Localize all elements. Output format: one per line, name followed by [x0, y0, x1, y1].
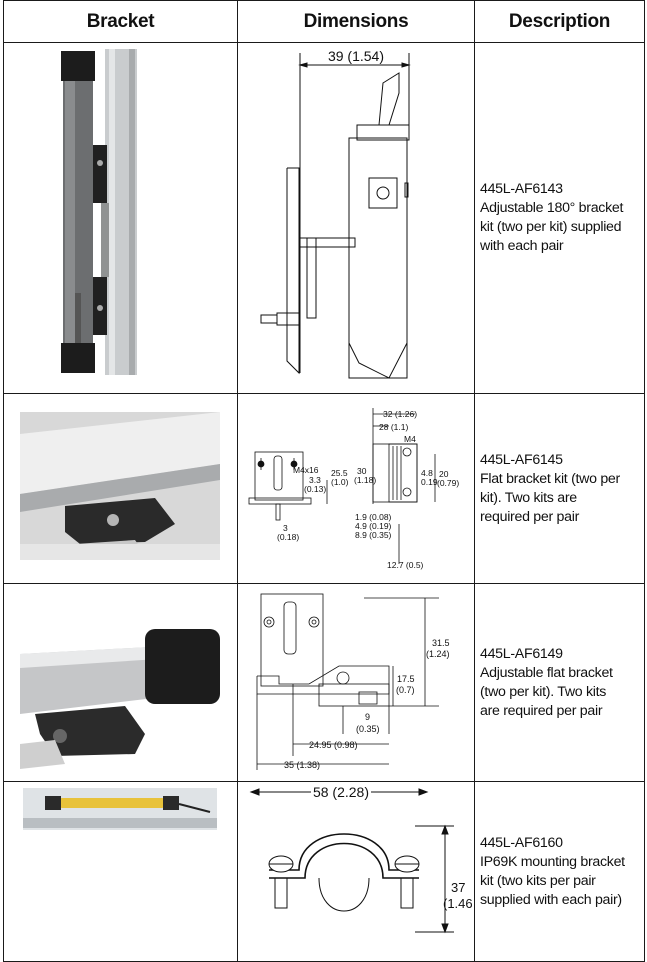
dim-31-5: 31.5: [432, 638, 450, 648]
dim-32: 32 (1.26): [383, 409, 417, 419]
description-line: IP69K mounting bracket: [480, 853, 625, 870]
dim-3: 3: [283, 523, 288, 533]
header-dimensions: Dimensions: [237, 0, 475, 43]
dim-28: 28 (1.1): [379, 422, 408, 432]
table-row: 31.5 (1.24) 17.5 (0.7) 9 (0.35) 24.95 (0…: [3, 583, 645, 782]
dim-17-5-in: (0.7): [396, 685, 415, 695]
dim-25-5: 25.5: [331, 468, 348, 478]
dim-24-95: 24.95 (0.98): [309, 740, 358, 750]
dim-58: 58 (2.28): [312, 784, 368, 800]
description-cell: 445L-AF6145 Flat bracket kit (two per ki…: [474, 393, 645, 584]
description-line: Adjustable 180° bracket: [480, 200, 624, 216]
description-line: Flat bracket kit (two per: [480, 470, 620, 487]
dim-30: 30: [357, 466, 367, 476]
description-cell: 445L-AF6149 Adjustable flat bracket (two…: [474, 583, 645, 782]
bracket-photo-cell: [3, 42, 238, 394]
dimension-drawing-af6160: 58 (2.28) 37 (1.46: [249, 782, 473, 934]
dim-30-in: (1.18): [354, 475, 376, 485]
description-cell: 445L-AF6160 IP69K mounting bracket kit (…: [474, 781, 645, 962]
description-line: Adjustable flat bracket: [480, 664, 613, 681]
dim-m4: M4: [404, 434, 416, 444]
table-row: 58 (2.28) 37 (1.46: [3, 781, 645, 962]
dim-1-9: 1.9 (0.08): [355, 512, 392, 522]
dim-4-8: 4.8: [421, 468, 433, 478]
dim-35: 35 (1.38): [284, 760, 320, 770]
part-number: 445L-AF6143: [480, 181, 563, 197]
dim-9-in: (0.35): [356, 724, 380, 734]
dimension-drawing-af6149: 31.5 (1.24) 17.5 (0.7) 9 (0.35) 24.95 (0…: [256, 593, 450, 770]
bracket-photo-cell: [3, 393, 238, 584]
dimension-drawing-cell: 58 (2.28) 37 (1.46: [237, 781, 475, 962]
dim-25-5-in: (1.0): [331, 477, 349, 487]
description-cell: 445L-AF6143 Adjustable 180° bracket kit …: [474, 42, 645, 394]
header-bracket: Bracket: [3, 0, 238, 43]
dimension-drawing-cell: M4x16 3.3 (0.13) 25.5 (1.0) 3 (0.18) 32 …: [237, 393, 475, 584]
description-line: kit). Two kits are: [480, 489, 577, 506]
bracket-photo-cell: [3, 781, 238, 962]
description-line: kit (two per kit) supplied: [480, 219, 622, 235]
description-line: kit (two kits per pair: [480, 872, 596, 889]
part-number: 445L-AF6145: [480, 451, 563, 468]
part-number: 445L-AF6160: [480, 834, 563, 851]
dim-20-in: (0.79): [437, 478, 459, 488]
bracket-photo-af6145: [4, 394, 237, 578]
bracket-photo-af6143: [4, 43, 237, 388]
dim-8-9: 8.9 (0.35): [355, 530, 392, 540]
description-line: (two per kit). Two kits: [480, 683, 607, 700]
description-line: are required per pair: [480, 702, 603, 719]
dimension-drawing-af6143: 39 (1.54): [260, 48, 411, 379]
dimension-drawing-cell: 39 (1.54): [237, 42, 475, 394]
dim-3-in: (0.18): [277, 532, 299, 542]
table-row: M4x16 3.3 (0.13) 25.5 (1.0) 3 (0.18) 32 …: [3, 393, 645, 584]
dim-3-3: 3.3: [309, 475, 321, 485]
dimension-drawing-cell: 31.5 (1.24) 17.5 (0.7) 9 (0.35) 24.95 (0…: [237, 583, 475, 782]
bracket-photo-cell: [3, 583, 238, 782]
bracket-photo-af6149: [4, 584, 237, 776]
dim-9: 9: [365, 712, 370, 722]
dimension-drawing-af6145: M4x16 3.3 (0.13) 25.5 (1.0) 3 (0.18) 32 …: [248, 408, 459, 570]
dim-4-8-in: 0.19: [421, 477, 438, 487]
dim-37-in: (1.46: [443, 896, 473, 911]
bracket-spec-table: Bracket Dimensions Description: [3, 0, 645, 962]
dim-31-5-in: (1.24): [426, 649, 450, 659]
dim-width-label: 39 (1.54): [327, 48, 383, 64]
part-number: 445L-AF6149: [480, 645, 563, 662]
dim-17-5: 17.5: [397, 674, 415, 684]
header-row: Bracket Dimensions Description: [3, 0, 645, 43]
dim-4-9: 4.9 (0.19): [355, 521, 392, 531]
dim-m4x16: M4x16: [293, 465, 319, 475]
table-row: 39 (1.54) 445L-AF6143 Adjusta: [3, 42, 645, 394]
description-line: supplied with each pair): [480, 891, 622, 908]
dim-20: 20: [439, 469, 449, 479]
bracket-photo-af6160: [4, 782, 237, 956]
dim-3-3-in: (0.13): [304, 484, 326, 494]
dim-37: 37: [451, 880, 465, 895]
description-line: required per pair: [480, 508, 579, 525]
description-line: with each pair: [480, 238, 564, 254]
dim-12-7: 12.7 (0.5): [387, 560, 424, 570]
header-description: Description: [474, 0, 645, 43]
